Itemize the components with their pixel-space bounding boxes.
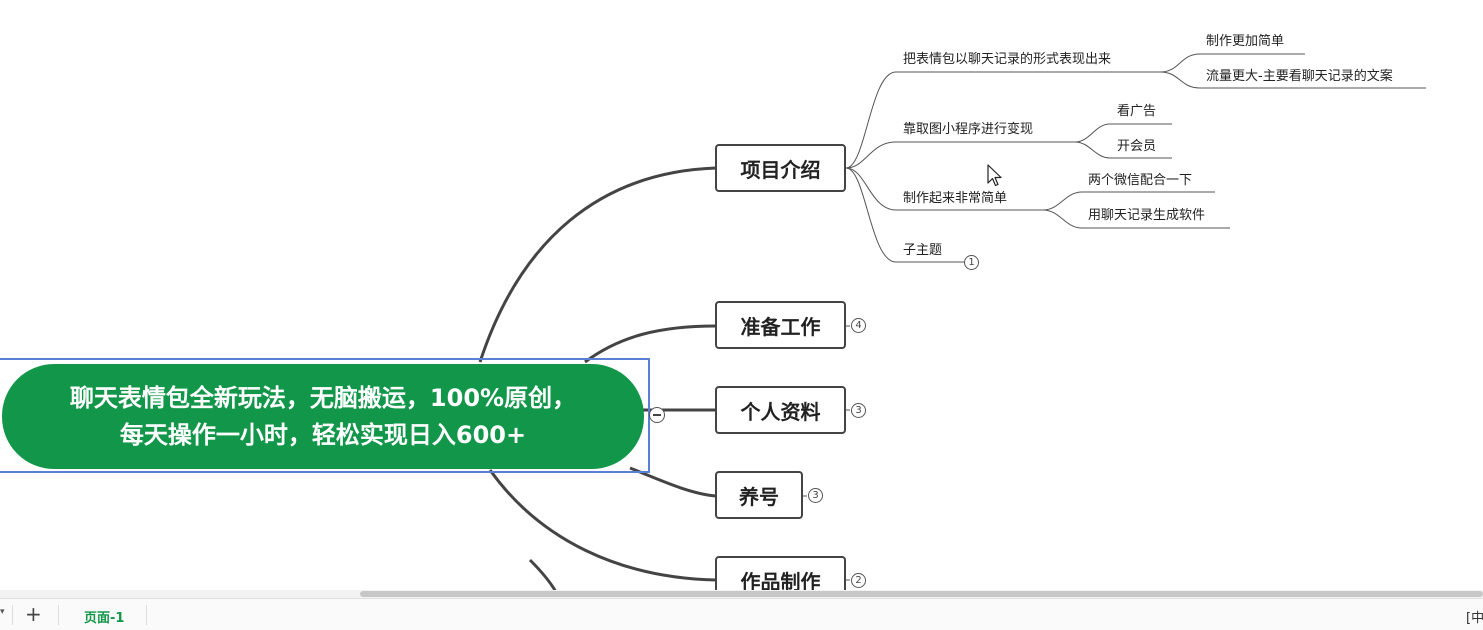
collapsed-count-badge[interactable]: 3 — [808, 488, 823, 503]
topic-preparation[interactable]: 准备工作 — [715, 301, 846, 349]
subtopic[interactable]: 靠取图小程序进行变现 — [903, 122, 1034, 137]
subtopic[interactable]: 把表情包以聊天记录的形式表现出来 — [903, 52, 1112, 67]
subtopic[interactable]: 看广告 — [1117, 104, 1157, 119]
subtopic[interactable]: 制作起来非常简单 — [903, 191, 1008, 206]
topic-account-nurturing[interactable]: 养号 — [715, 471, 803, 519]
scrollbar-thumb[interactable] — [360, 591, 1483, 597]
topic-label: 个人资料 — [740, 399, 821, 424]
subtopic[interactable]: 子主题 — [903, 243, 943, 258]
collapsed-count-badge[interactable]: 3 — [851, 403, 866, 418]
collapse-icon[interactable] — [649, 407, 665, 423]
topic-profile[interactable]: 个人资料 — [715, 386, 846, 434]
central-topic-label: 聊天表情包全新玩法，无脑搬运，100%原创，每天操作一小时，轻松实现日入600+ — [69, 383, 577, 449]
horizontal-scrollbar[interactable] — [0, 590, 1483, 598]
subtopic[interactable]: 两个微信配合一下 — [1088, 173, 1193, 188]
central-topic[interactable]: 聊天表情包全新玩法，无脑搬运，100%原创，每天操作一小时，轻松实现日入600+ — [2, 364, 644, 469]
topic-label: 作品制作 — [740, 569, 821, 593]
topic-label: 准备工作 — [740, 314, 821, 339]
subtopic[interactable]: 用聊天记录生成软件 — [1088, 208, 1206, 223]
divider — [146, 605, 147, 625]
topic-label: 项目介绍 — [740, 157, 821, 182]
topic-content-production[interactable]: 作品制作 — [715, 556, 846, 592]
connector-lines — [478, 53, 1426, 592]
dropdown-arrow-icon[interactable]: ▾ — [0, 607, 5, 617]
topic-label: 养号 — [739, 484, 779, 509]
collapsed-count-badge[interactable]: 2 — [851, 573, 866, 588]
divider — [12, 605, 13, 625]
ime-indicator: [中 — [1466, 611, 1483, 626]
mindmap-canvas[interactable]: 聊天表情包全新玩法，无脑搬运，100%原创，每天操作一小时，轻松实现日入600+… — [0, 0, 1483, 592]
topic-project-intro[interactable]: 项目介绍 — [715, 144, 846, 192]
subtopic[interactable]: 流量更大-主要看聊天记录的文案 — [1206, 69, 1393, 84]
sheet-tab-bar: ▾ + 页面-1 [中 — [0, 598, 1483, 630]
cursor-icon — [987, 164, 1003, 192]
subtopic[interactable]: 制作更加简单 — [1206, 34, 1285, 49]
subtopic[interactable]: 开会员 — [1117, 139, 1157, 154]
collapsed-count-badge[interactable]: 4 — [851, 318, 866, 333]
collapsed-count-badge[interactable]: 1 — [964, 255, 979, 270]
add-tab-icon[interactable]: + — [25, 602, 42, 626]
divider — [58, 605, 59, 625]
tab-page-1[interactable]: 页面-1 — [84, 611, 125, 626]
